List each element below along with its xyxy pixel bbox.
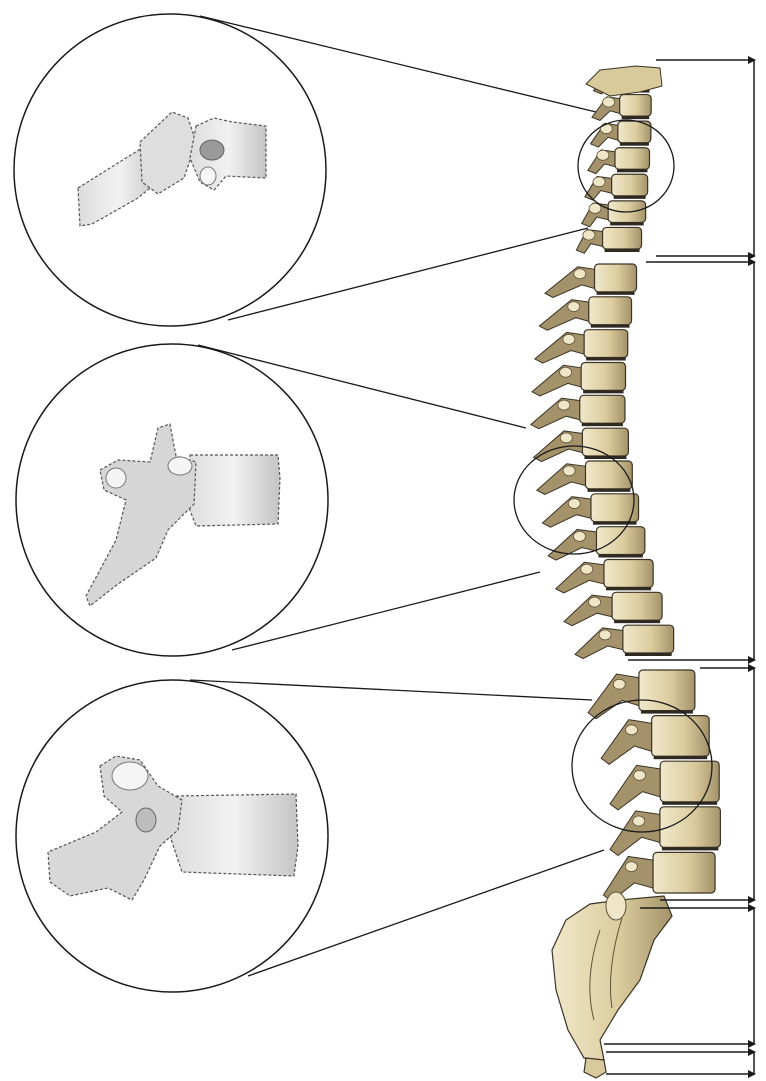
thoracic-process-1 bbox=[545, 267, 597, 298]
spine-illustration bbox=[531, 66, 721, 1078]
thoracic-vertebra-11 bbox=[612, 592, 662, 620]
thoracic-disc-11 bbox=[614, 620, 660, 623]
cervical-disc-4 bbox=[617, 169, 648, 172]
thoracic-facet-10 bbox=[581, 564, 593, 574]
thoracic-process-8 bbox=[542, 497, 593, 528]
thoracic-facet-12 bbox=[599, 630, 611, 640]
cervical-disc-3 bbox=[620, 143, 649, 146]
lumbar-disc-2 bbox=[654, 756, 708, 759]
thoracic-process-9 bbox=[548, 529, 599, 560]
lumbar-detail bbox=[16, 680, 328, 992]
thoracic-facet-3 bbox=[563, 334, 575, 344]
thoracic-facet-8 bbox=[568, 499, 580, 509]
thoracic-vertebra-1 bbox=[595, 264, 637, 292]
cervical-vertebra-5 bbox=[612, 174, 648, 196]
thoracic-detail bbox=[16, 344, 328, 656]
thoracic-vertebra-10 bbox=[604, 560, 653, 588]
thoracic-vertebra-6 bbox=[582, 428, 628, 456]
thoracic-facet-5 bbox=[558, 400, 570, 410]
thoracic-process-7 bbox=[537, 464, 588, 495]
thoracic-vertebra-3 bbox=[584, 330, 628, 358]
thoracic-facet-1 bbox=[574, 269, 586, 279]
thoracic-disc-4 bbox=[583, 390, 623, 393]
thoracic-vertebra-7 bbox=[585, 461, 632, 489]
thoracic-disc-10 bbox=[606, 587, 651, 590]
thoracic-facet-2 bbox=[568, 302, 580, 312]
thoracic-process-5 bbox=[531, 398, 582, 429]
lumbar-facet-1 bbox=[613, 679, 625, 689]
sacral-foramen bbox=[606, 892, 626, 920]
cervical-facet-5 bbox=[593, 177, 605, 187]
lumbar-disc-3 bbox=[662, 802, 717, 805]
cervical-bracket bbox=[656, 56, 756, 260]
lumbar-vertebra-5 bbox=[653, 852, 715, 893]
cervical-facet-2 bbox=[603, 97, 615, 107]
lumbar-facet-3 bbox=[634, 770, 646, 780]
thoracic-disc-1 bbox=[597, 292, 635, 295]
cervical-disc-7 bbox=[605, 249, 640, 252]
sacrum bbox=[552, 896, 672, 1060]
thoracic-vertebra-5 bbox=[580, 395, 625, 423]
cervical-facet-7 bbox=[583, 230, 595, 240]
cervical-detail bbox=[14, 14, 326, 326]
thoracic-vertebra-9 bbox=[596, 527, 644, 555]
thoracic-facet-9 bbox=[574, 531, 586, 541]
thoracic-facet-6 bbox=[560, 433, 572, 443]
lumbar-facet-2 bbox=[626, 725, 638, 735]
thoracic-disc-8 bbox=[593, 522, 637, 525]
cervical-facet-3 bbox=[600, 124, 612, 134]
thoracic-disc-9 bbox=[598, 555, 642, 558]
coccyx-bracket bbox=[606, 1048, 756, 1078]
thoracic-vertebra-2 bbox=[589, 297, 632, 325]
thoracic-vertebra-4 bbox=[581, 363, 625, 391]
thoracic-facet-11 bbox=[589, 597, 601, 607]
cervical-disc-5 bbox=[614, 196, 646, 199]
lumbar-facet-5 bbox=[625, 862, 637, 872]
cervical-vertebra-4 bbox=[615, 148, 650, 170]
cervical-vertebra-2 bbox=[620, 95, 652, 117]
thoracic-disc-2 bbox=[591, 325, 630, 328]
thoracic-facet-4 bbox=[560, 367, 572, 377]
thoracic-disc-5 bbox=[582, 423, 623, 426]
lumbar-vertebra-2 bbox=[652, 716, 710, 757]
thoracic-vertebra-12 bbox=[623, 625, 674, 653]
thoracic-process-4 bbox=[532, 365, 583, 396]
thoracic-disc-3 bbox=[586, 358, 626, 361]
callout-line-lumbar-top bbox=[190, 680, 592, 700]
thoracic-disc-7 bbox=[587, 489, 630, 492]
thoracic-disc-12 bbox=[625, 653, 672, 656]
thoracic-disc-6 bbox=[584, 456, 626, 459]
lumbar-disc-4 bbox=[662, 847, 719, 850]
cervical-disc-2 bbox=[622, 116, 650, 119]
cervical-vertebra-7 bbox=[603, 227, 642, 249]
thoracic-process-2 bbox=[539, 300, 591, 331]
coccyx bbox=[584, 1058, 606, 1078]
lumbar-facet-4 bbox=[633, 816, 645, 826]
thoracic-facet-7 bbox=[563, 466, 575, 476]
cervical-facet-4 bbox=[597, 150, 609, 160]
thoracic-process-3 bbox=[535, 332, 586, 363]
cervical-disc-6 bbox=[610, 222, 644, 225]
